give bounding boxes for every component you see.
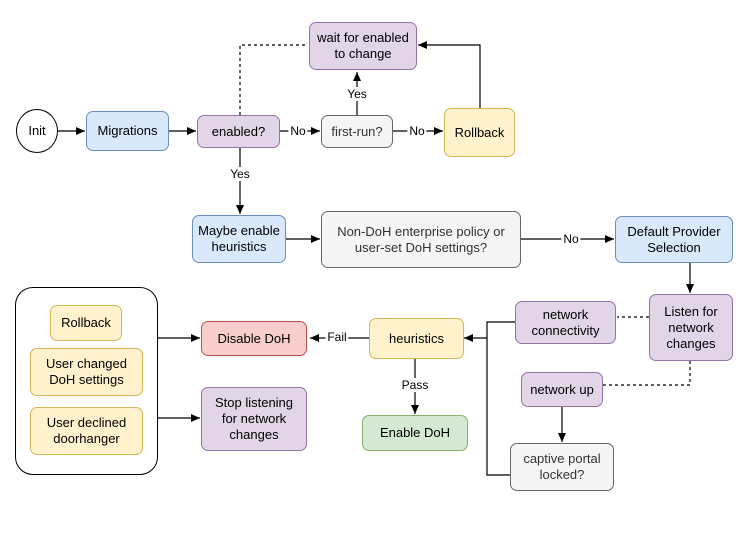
init-node: Init (16, 109, 58, 153)
group-user-declined-node: User declined doorhanger (30, 407, 143, 455)
rollback-node: Rollback (444, 108, 515, 157)
edge-label-heuristics-fail: Fail (325, 330, 349, 344)
migrations-node: Migrations (86, 111, 169, 151)
network-connectivity-node: network connectivity (515, 301, 616, 344)
edge-listen-networkup-dashed (603, 361, 691, 386)
first-run-decision: first-run? (321, 115, 393, 148)
edge-label-firstrun-yes: Yes (345, 87, 369, 101)
default-provider-node: Default Provider Selection (615, 216, 733, 263)
edge-label-firstrun-no: No (407, 124, 427, 138)
captive-portal-decision: captive portal locked? (510, 443, 614, 491)
disable-doh-node: Disable DoH (201, 321, 307, 356)
edge-connectivity-heuristics (464, 321, 515, 342)
listen-network-node: Listen for network changes (649, 294, 733, 361)
policy-decision: Non-DoH enterprise policy or user-set Do… (321, 211, 521, 268)
edge-rollback-wait (418, 41, 481, 108)
edge-label-enabled-yes: Yes (228, 167, 252, 181)
enable-doh-node: Enable DoH (362, 415, 468, 451)
maybe-enable-heuristics-node: Maybe enable heuristics (192, 215, 286, 263)
group-user-changed-node: User changed DoH settings (30, 348, 143, 396)
edge-label-policy-no: No (561, 232, 581, 246)
stop-listening-node: Stop listening for network changes (201, 387, 307, 451)
network-up-node: network up (521, 372, 603, 407)
wait-for-enabled-node: wait for enabled to change (309, 22, 417, 70)
edge-label-enabled-no: No (288, 124, 308, 138)
heuristics-node: heuristics (369, 318, 464, 359)
edge-enabled-wait-dashed (239, 44, 308, 115)
edge-label-heuristics-pass: Pass (399, 378, 431, 392)
group-rollback-node: Rollback (50, 305, 122, 341)
enabled-decision: enabled? (197, 115, 280, 148)
edge-captive-heuristics (486, 338, 510, 476)
